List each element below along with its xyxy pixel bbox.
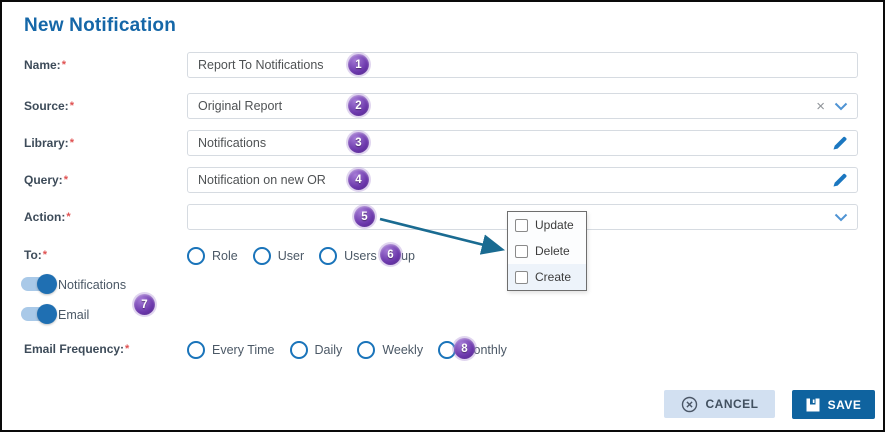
radio-circle[interactable] [357,341,376,359]
weekly-radio[interactable]: Weekly [357,341,423,359]
radio-circle[interactable] [187,341,205,359]
step-badge-7: 7 [134,294,155,315]
delete-option-label: Delete [535,244,570,258]
source-label: Source:* [24,99,74,113]
chevron-down-icon[interactable] [834,213,848,222]
edit-pencil-icon[interactable] [832,172,848,188]
query-label: Query:* [24,173,68,187]
cancel-button-label: CANCEL [705,397,759,411]
step-badge-6: 6 [380,244,401,265]
name-input[interactable]: Report To Notifications [187,52,858,78]
step-badge-2: 2 [348,95,369,116]
checkbox[interactable] [515,244,528,258]
query-input[interactable]: Notification on new OR [187,167,858,193]
source-select[interactable]: Original Report × [187,93,858,119]
toggle-knob[interactable] [37,304,57,324]
step-badge-3: 3 [348,132,369,153]
name-value: Report To Notifications [198,58,324,72]
every-time-radio-label: Every Time [212,343,275,357]
library-label: Library:* [24,136,74,150]
radio-circle[interactable] [187,247,205,265]
daily-radio-label: Daily [314,343,343,357]
role-radio-label: Role [212,249,238,263]
to-radio-group: Role User Users Group [187,247,430,265]
email-frequency-radio-group: Every Time Daily Weekly Monthly [187,341,522,359]
update-option[interactable]: Update [508,212,586,238]
notifications-toggle[interactable] [21,274,57,294]
create-option-label: Create [535,270,572,284]
action-options-dropdown: Update Delete Create [507,211,587,291]
cancel-circle-x-icon [681,396,697,412]
required-asterisk: * [61,59,66,71]
step-badge-5: 5 [354,206,375,227]
edit-pencil-icon[interactable] [832,135,848,151]
email-toggle-label: Email [58,308,90,322]
required-asterisk: * [125,343,130,355]
weekly-radio-label: Weekly [382,343,424,357]
user-radio-label: User [277,249,305,263]
update-option-label: Update [535,218,574,232]
step-badge-1: 1 [348,54,369,75]
required-asterisk: * [69,100,74,112]
action-label: Action:* [24,210,71,224]
checkbox[interactable] [515,270,528,284]
user-radio[interactable]: User [252,247,305,265]
source-value: Original Report [198,99,283,113]
radio-circle[interactable] [319,247,338,265]
required-asterisk: * [69,137,74,149]
save-button-label: SAVE [827,397,862,412]
required-asterisk: * [63,174,68,186]
page-title: New Notification [24,15,177,36]
step-badge-8: 8 [454,338,475,359]
email-frequency-label: Email Frequency:* [24,342,130,356]
required-asterisk: * [42,249,48,261]
create-option[interactable]: Create [508,264,586,290]
library-value: Notifications [198,136,267,150]
save-floppy-icon [806,398,820,411]
query-value: Notification on new OR [198,173,326,187]
role-radio[interactable]: Role [187,247,238,265]
clear-icon[interactable]: × [816,97,825,115]
chevron-down-icon[interactable] [834,102,848,111]
email-toggle[interactable] [21,304,57,324]
notifications-toggle-label: Notifications [58,278,127,292]
radio-circle[interactable] [252,247,271,265]
required-asterisk: * [66,211,71,223]
delete-option[interactable]: Delete [508,238,586,264]
library-input[interactable]: Notifications [187,130,858,156]
to-label: To:* [24,248,48,262]
toggle-knob[interactable] [37,274,57,294]
daily-radio[interactable]: Daily [289,341,343,359]
checkbox[interactable] [515,218,528,232]
every-time-radio[interactable]: Every Time [187,341,275,359]
name-label: Name:* [24,58,66,72]
step-badge-4: 4 [348,169,369,190]
save-button[interactable]: SAVE [792,390,875,419]
radio-circle[interactable] [289,341,308,359]
cancel-button[interactable]: CANCEL [664,390,775,418]
